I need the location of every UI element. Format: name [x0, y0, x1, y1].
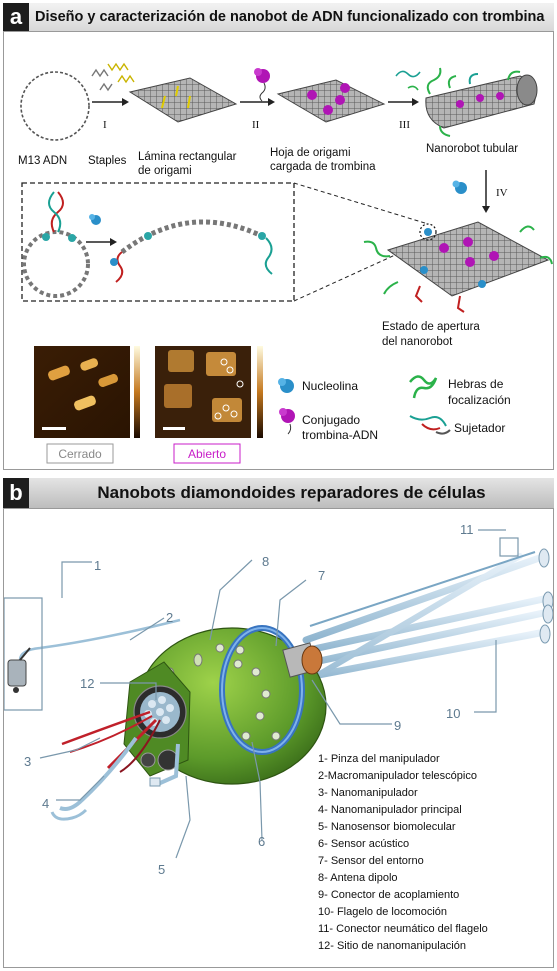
callout-10: 10 [446, 706, 460, 721]
label-staples: Staples [88, 155, 127, 167]
panel-b-header: b Nanobots diamondoides reparadores de c… [3, 478, 554, 508]
callout-1: 1 [94, 558, 101, 573]
nucleolin-legend-icon [278, 378, 294, 393]
legend-sujetador: Sujetador [454, 421, 505, 435]
legend-entry-3: 3- Nanomanipulador [318, 787, 418, 799]
panel-b-letter: b [3, 478, 29, 508]
afm-image-open [155, 346, 263, 438]
step-label-2: II [252, 119, 260, 131]
callout-3: 3 [24, 754, 31, 769]
legend-entry-10: 10- Flagelo de locomoción [318, 906, 447, 918]
panel-b-title: Nanobots diamondoides reparadores de cél… [29, 478, 554, 508]
closed-label-box [46, 443, 114, 464]
label-lamina-1: Lámina rectangular [138, 151, 237, 163]
open-nanorobot [363, 221, 553, 313]
arrow-step-4 [482, 170, 490, 213]
cable-end [50, 808, 88, 821]
step-label-1: I [103, 119, 107, 131]
arrow-step-1 [92, 98, 129, 106]
component-legend: 1- Pinza del manipulador 2-Macromanipula… [318, 753, 488, 952]
label-hoja-1: Hoja de origami [270, 147, 351, 159]
callout-numbers: 1 2 3 4 5 6 7 8 9 10 11 12 [24, 522, 474, 877]
panel-a-header: a Diseño y caracterización de nanobot de… [3, 3, 554, 31]
legend-entry-8: 8- Antena dipolo [318, 872, 398, 884]
callout-4: 4 [42, 796, 49, 811]
callout-5: 5 [158, 862, 165, 877]
m13-dna-circle [20, 71, 90, 141]
panel-a-frame [3, 31, 554, 470]
legend-entry-6: 6- Sensor acústico [318, 838, 409, 850]
label-tubular: Nanorobot tubular [426, 143, 518, 155]
thrombin-molecule-icon [254, 68, 270, 102]
callout-11: 11 [460, 522, 474, 537]
legend-entry-12: 12- Sitio de nanomanipulación [318, 940, 466, 952]
legend-entry-1: 1- Pinza del manipulador [318, 753, 440, 765]
zoom-line-top [293, 182, 429, 225]
legend-entry-5: 5- Nanosensor biomolecular [318, 821, 456, 833]
callout-8: 8 [262, 554, 269, 569]
callout-2: 2 [166, 610, 173, 625]
legend-nucleolina: Nucleolina [302, 379, 358, 393]
origami-sheet [128, 77, 238, 123]
staple-strands [91, 62, 135, 92]
label-apertura-1: Estado de apertura [382, 321, 480, 333]
arrow-step-3 [388, 98, 419, 106]
tubular-nanorobot [425, 67, 538, 137]
callout-leader-lines [3, 529, 519, 859]
opening-mechanism-inset [21, 182, 295, 302]
label-m13: M13 ADN [18, 155, 67, 167]
callout-12: 12 [80, 676, 94, 691]
legend-conjugado-1: Conjugado [302, 413, 360, 427]
label-apertura-2: del nanorobot [382, 336, 453, 348]
legend-entry-7: 7- Sensor del entorno [318, 855, 424, 867]
targeting-strand-legend-icon [409, 375, 438, 399]
legend-entry-11: 11- Conector neumático del flagelo [318, 923, 488, 935]
afm-open-label: Abierto [188, 447, 226, 461]
conjugate-legend-icon [279, 408, 295, 435]
legend-conjugado-2: trombina-ADN [302, 428, 378, 442]
open-label-box [173, 443, 241, 464]
nanobot-body [123, 625, 327, 785]
panel-a-title: Diseño y caracterización de nanobot de A… [29, 3, 554, 31]
arrow-step-2 [240, 98, 275, 106]
callout-9: 9 [394, 718, 401, 733]
afm-closed-label: Cerrado [58, 447, 102, 461]
label-lamina-2: de origami [138, 165, 192, 177]
legend-hebras-2: focalización [448, 393, 511, 407]
nanomanipulators [59, 710, 180, 811]
legend-entry-2: 2-Macromanipulador telescópico [318, 770, 477, 782]
legend-entry-4: 4- Nanomanipulador principal [318, 804, 462, 816]
panel-b-frame [3, 508, 554, 968]
legend-hebras-1: Hebras de [448, 377, 504, 391]
macromanipulator-arm [18, 618, 181, 661]
label-hoja-2: cargada de trombina [270, 161, 376, 173]
callout-7: 7 [318, 568, 325, 583]
fastener-legend-icon [409, 415, 451, 435]
step-label-3: III [399, 119, 410, 131]
legend-entry-9: 9- Conector de acoplamiento [318, 889, 459, 901]
callout-6: 6 [258, 834, 265, 849]
loaded-origami-sheet [276, 79, 386, 123]
targeting-strand-icon [395, 70, 421, 91]
nucleolin-icon-step4 [452, 180, 467, 194]
step-label-4: IV [496, 187, 508, 199]
afm-image-closed [34, 346, 140, 438]
panel-a-letter: a [3, 3, 29, 31]
flagella [283, 548, 554, 697]
manipulator-gripper [7, 647, 31, 693]
